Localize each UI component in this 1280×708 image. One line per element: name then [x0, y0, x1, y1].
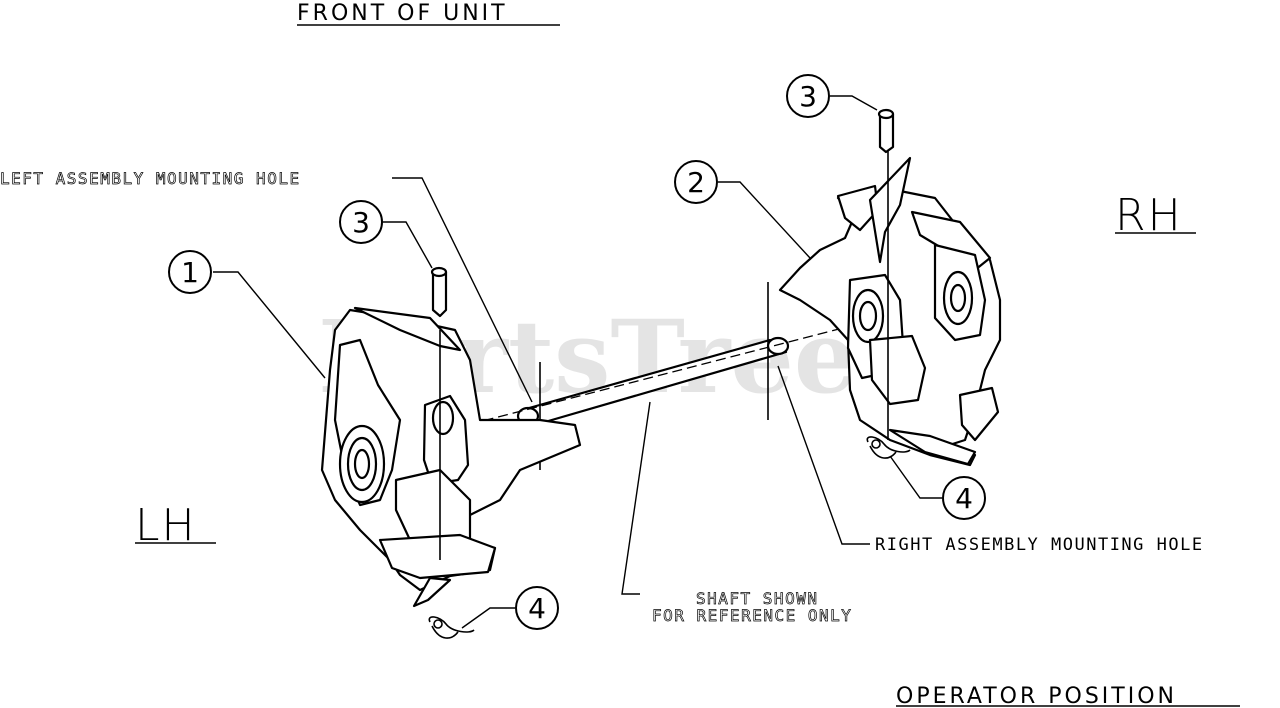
- svg-text:4: 4: [528, 592, 546, 625]
- clip-right: [866, 436, 911, 459]
- shaft-note-line1: SHAFT SHOWN: [696, 589, 818, 608]
- balloon-part-4-right: 4: [942, 476, 986, 520]
- clip-left: [428, 616, 475, 639]
- left-tine-assembly: [320, 306, 582, 608]
- left-mounting-hole-label: LEFT ASSEMBLY MOUNTING HOLE: [0, 169, 301, 188]
- rh-side-label: RH: [1115, 190, 1196, 241]
- svg-text:3: 3: [799, 80, 817, 113]
- svg-text:FRONT OF UNIT: FRONT OF UNIT: [297, 1, 508, 26]
- balloon-part-3-left: 3: [339, 200, 383, 244]
- pin-right: [877, 108, 895, 154]
- svg-text:4: 4: [955, 482, 973, 515]
- svg-text:1: 1: [181, 256, 199, 289]
- svg-text:OPERATOR POSITION: OPERATOR POSITION: [896, 684, 1177, 708]
- pin-left: [430, 266, 448, 318]
- front-of-unit-label: FRONT OF UNIT: [297, 1, 560, 26]
- right-tine-assembly: [778, 150, 1002, 467]
- lh-side-label: LH: [135, 500, 216, 551]
- svg-text:2: 2: [687, 166, 705, 199]
- leader-lines: [213, 95, 942, 629]
- balloon-part-4-left: 4: [515, 586, 559, 630]
- right-mounting-hole-label: RIGHT ASSEMBLY MOUNTING HOLE: [875, 535, 1204, 555]
- balloon-part-1: 1: [168, 250, 212, 294]
- svg-text:3: 3: [352, 206, 370, 239]
- shaft-note-line2: FOR REFERENCE ONLY: [652, 606, 852, 625]
- operator-position-label: OPERATOR POSITION: [896, 684, 1240, 708]
- balloon-part-2: 2: [674, 160, 718, 204]
- balloon-part-3-right: 3: [786, 74, 830, 118]
